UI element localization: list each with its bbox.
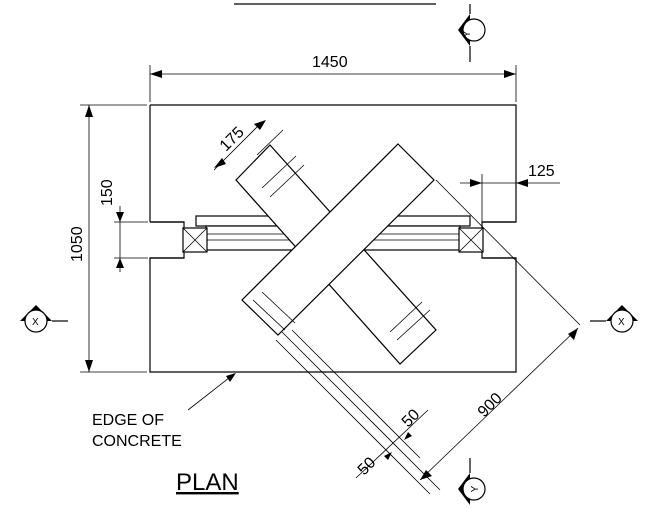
notch-right [481, 221, 516, 259]
dim-1450 [149, 65, 517, 102]
drawing-title: PLAN [176, 469, 239, 496]
dim-175 [213, 120, 266, 171]
section-label-x-left: X [32, 317, 39, 328]
dim-text-1050: 1050 [69, 226, 86, 262]
dim-1050 [80, 104, 147, 373]
flange-lines [275, 329, 441, 495]
bearing-left [182, 227, 208, 253]
dim-text-1450: 1450 [312, 54, 348, 71]
dim-text-50-b: 50 [399, 406, 424, 431]
section-label-y-top: Y [462, 30, 473, 37]
bearing-right [458, 227, 484, 253]
section-label-y-bottom: Y [470, 485, 481, 492]
section-marker-y-top [458, 4, 486, 62]
dim-150 [114, 206, 148, 272]
dim-text-125: 125 [528, 163, 555, 180]
dim-text-900: 900 [475, 390, 506, 421]
section-marker-x-right [590, 305, 638, 333]
edge-leader [187, 373, 236, 411]
dim-900 [419, 179, 581, 481]
section-marker-x-left [20, 305, 68, 333]
dim-text-175: 175 [217, 124, 248, 155]
edge-label-line2: CONCRETE [92, 433, 182, 450]
dim-125 [460, 174, 560, 222]
dim-50-pair [355, 409, 429, 479]
notch-left [150, 221, 185, 259]
dim-text-150: 150 [99, 179, 116, 206]
edge-label-line1: EDGE OF [92, 412, 164, 429]
section-label-x-right: X [618, 317, 625, 328]
section-marker-y-bottom [458, 458, 486, 505]
diagonal-member-b [241, 143, 435, 336]
